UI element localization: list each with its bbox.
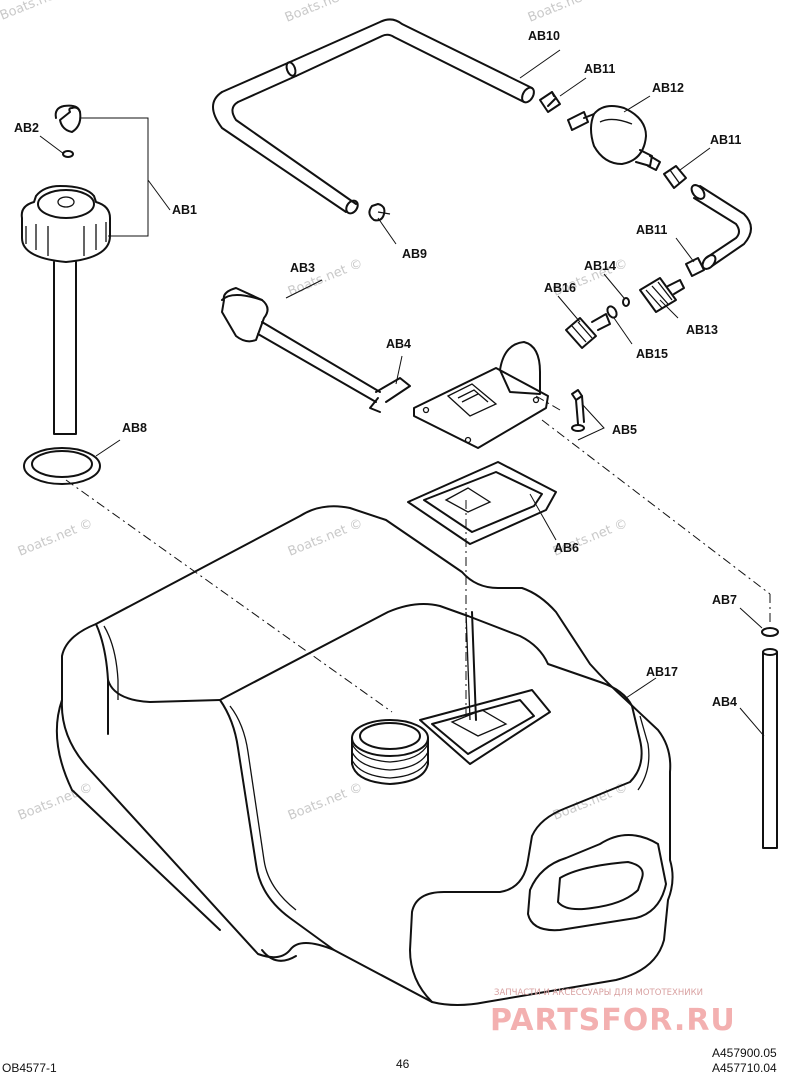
watermark: Boats.net © [286,516,365,560]
watermark: Boats.net © [526,0,605,26]
callout-ab4-lower: AB4 [712,695,737,709]
washer-ab15 [606,305,618,319]
callout-ab1: AB1 [172,203,197,217]
gasket-ab6 [407,461,557,545]
o-ring-ab7 [761,627,779,637]
brand-logo: PARTSFOR.RU [490,1003,736,1038]
callout-labels: AB2 AB1 AB3 AB4 AB10 AB11 AB12 AB11 AB11… [14,29,741,709]
callout-ab6: AB6 [554,541,579,555]
callout-ab7: AB7 [712,593,737,607]
page-number: 46 [396,1057,410,1071]
callout-ab10: AB10 [528,29,560,43]
callout-ab15: AB15 [636,347,668,361]
gauge-plate-ab4 [413,341,549,449]
screw-ab5 [571,389,585,432]
fuel-tank-ab17 [55,505,674,1006]
connector-ab13 [639,277,685,313]
fuel-hose-right [690,184,752,270]
callout-leaders [39,49,765,737]
callout-ab12: AB12 [652,81,684,95]
callout-ab5: AB5 [612,423,637,437]
hose-fitting-ab11 [539,91,561,113]
callout-ab2: AB2 [14,121,39,135]
gasket-ab8 [23,447,101,485]
callout-ab13: AB13 [686,323,718,337]
primer-bulb-ab12 [567,105,661,171]
callout-ab9: AB9 [402,247,427,261]
o-ring-ab2 [62,150,74,158]
callout-ab14: AB14 [584,259,616,273]
hose-fitting-ab11 [663,165,687,189]
callout-ab11-b: AB11 [710,133,741,147]
watermark: Boats.net © [16,516,95,560]
figure-code: OB4577-1 [2,1061,57,1075]
reference-code-2: A457710.04 [712,1061,777,1075]
fuel-hose-ab10 [212,18,535,215]
callout-ab16: AB16 [544,281,576,295]
reference-code-1: A457900.05 [712,1046,777,1060]
callout-ab17: AB17 [646,665,678,679]
tank-fitting-ab16 [565,313,611,349]
brand-tagline: ЗАПЧАСТИ И АКСЕССУАРЫ ДЛЯ МОТОТЕХНИКИ [494,988,703,998]
watermarks: Boats.net © Boats.net © Boats.ne Boats.n… [0,0,630,824]
callout-ab11-c: AB11 [636,223,667,237]
callout-ab8: AB8 [122,421,147,435]
float-ab3 [221,287,411,413]
alignment-lines [65,395,771,716]
watermark: Boats.net © [283,0,362,26]
callout-ab4-upper: AB4 [386,337,411,351]
pickup-tube-ab4 [762,648,778,849]
hose-fitting-ab11 [685,257,705,277]
callout-ab3: AB3 [290,261,315,275]
o-ring-ab14 [622,297,630,307]
watermark: Boats.net © [286,780,365,824]
callout-ab11-a: AB11 [584,62,615,76]
footer: OB4577-1 46 A457900.05 A457710.04 [2,1046,777,1075]
hose-clip-ab9 [368,203,391,222]
filler-cap-ab1 [20,104,111,435]
brand-watermark: ЗАПЧАСТИ И АКСЕССУАРЫ ДЛЯ МОТОТЕХНИКИ PA… [490,988,736,1038]
watermark: Boats.ne [0,0,56,24]
tank-filler-neck [351,719,429,785]
